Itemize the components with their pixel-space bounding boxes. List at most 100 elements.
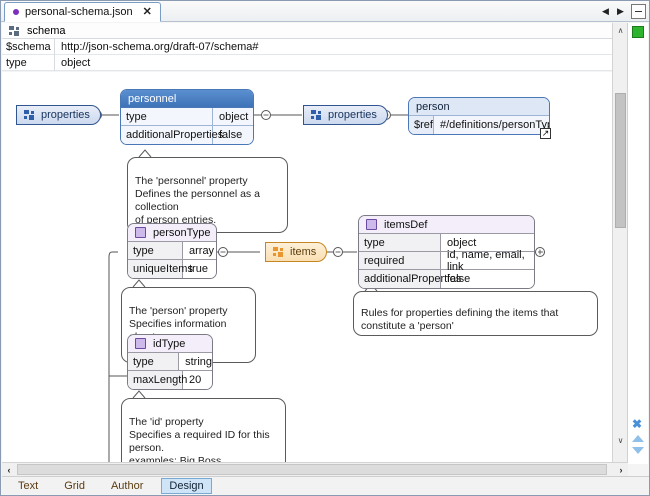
close-icon[interactable]: ✕ <box>142 5 152 18</box>
tab-grid[interactable]: Grid <box>64 479 85 492</box>
row-key: uniqueItems <box>128 260 193 278</box>
schema-root-title-row[interactable]: schema <box>2 23 628 39</box>
schema-row-value[interactable]: object <box>54 54 628 71</box>
row-value[interactable]: object <box>219 110 249 123</box>
row-key: type <box>128 242 183 259</box>
node-label: properties <box>328 109 377 121</box>
schema-row-schema[interactable]: $schema http://json-schema.org/draft-07/… <box>2 38 628 55</box>
schema-row-key: $schema <box>6 40 51 53</box>
node-items[interactable]: items <box>265 242 328 262</box>
properties-icon <box>24 110 35 120</box>
box-row[interactable]: additionalProperties false <box>121 126 253 144</box>
row-value[interactable]: string <box>185 355 212 368</box>
box-header: personType <box>128 224 216 242</box>
box-row[interactable]: maxLength 20 <box>128 371 212 389</box>
node-label: properties <box>41 109 90 121</box>
tab-scroll-right-icon[interactable]: ▶ <box>617 6 624 16</box>
box-persontype[interactable]: personType type array uniqueItems true <box>127 223 217 279</box>
row-key: required <box>359 252 441 269</box>
box-row[interactable]: type string <box>128 353 212 371</box>
box-person[interactable]: person $ref #/definitions/personType <box>408 97 550 135</box>
row-value[interactable]: object <box>447 236 477 249</box>
box-row[interactable]: type object <box>121 108 253 126</box>
box-title: idType <box>153 337 186 350</box>
box-title: personType <box>153 226 211 239</box>
definition-square-icon <box>366 219 377 230</box>
row-value[interactable]: array <box>189 244 215 257</box>
status-ok-marker-icon <box>632 26 644 38</box>
view-mode-tabs: Text Grid Author Design <box>2 476 649 494</box>
schema-row-type[interactable]: type object <box>2 54 628 71</box>
file-tab-personal-schema[interactable]: personal-schema.json ✕ <box>4 2 161 22</box>
menu-bar-glyph <box>635 11 642 12</box>
comment-text: Rules for properties defining the items … <box>361 307 559 332</box>
row-value[interactable]: id, name, email, link <box>447 248 525 273</box>
row-key: maxLength <box>128 371 187 389</box>
scroll-down-icon[interactable]: ∨ <box>617 436 624 445</box>
row-value[interactable]: true <box>189 263 208 275</box>
editor-tab-bar: personal-schema.json ✕ ◀ ▶ <box>1 1 649 22</box>
box-header: personnel <box>121 90 253 108</box>
vertical-scrollbar[interactable]: ∧ ∨ <box>612 23 627 464</box>
row-value[interactable]: false <box>219 129 243 141</box>
vertical-scroll-thumb[interactable] <box>615 93 626 228</box>
horizontal-scrollbar[interactable]: ‹ › <box>2 462 628 476</box>
row-key: type <box>128 353 180 370</box>
definition-square-icon <box>135 227 146 238</box>
grid-icon <box>9 25 20 36</box>
schema-root-title: schema <box>27 24 66 37</box>
box-personnel[interactable]: personnel type object additionalProperti… <box>120 89 254 145</box>
box-idtype[interactable]: idType type string maxLength 20 <box>127 334 213 390</box>
tab-text[interactable]: Text <box>18 479 39 492</box>
box-row[interactable]: uniqueItems true <box>128 260 216 278</box>
box-itemsdef[interactable]: itemsDef type object required id, name, … <box>358 215 535 289</box>
comment-text: The 'personnel' property Defines the per… <box>135 175 260 226</box>
box-row[interactable]: type object <box>359 234 534 252</box>
box-row[interactable]: type array <box>128 242 216 260</box>
scroll-left-icon[interactable]: ‹ <box>7 464 11 475</box>
overview-marker-strip[interactable]: ✖ <box>627 23 648 464</box>
box-row[interactable]: required id, name, email, link <box>359 248 534 273</box>
modified-dot-icon <box>13 9 19 15</box>
scroll-right-icon[interactable]: › <box>619 464 623 475</box>
ref-link-icon[interactable]: ↗ <box>540 128 551 139</box>
file-tab-label: personal-schema.json <box>25 6 133 18</box>
box-header: idType <box>128 335 212 353</box>
box-header: itemsDef <box>359 216 534 234</box>
marker-up-icon[interactable] <box>632 435 644 442</box>
horizontal-scroll-thumb[interactable] <box>17 464 607 475</box>
node-properties-person[interactable]: properties <box>303 105 388 125</box>
row-key: additionalProperties <box>121 126 223 144</box>
box-row[interactable]: $ref #/definitions/personType <box>409 116 549 134</box>
node-properties-root[interactable]: properties <box>16 105 101 125</box>
comment-personnel: The 'personnel' property Defines the per… <box>127 157 288 233</box>
marker-down-icon[interactable] <box>632 447 644 454</box>
box-title: person <box>416 100 450 113</box>
close-marker-icon[interactable]: ✖ <box>632 417 643 431</box>
row-value[interactable]: 20 <box>189 374 202 386</box>
box-header: person <box>409 98 549 116</box>
tab-scroll-left-icon[interactable]: ◀ <box>602 6 609 16</box>
definition-square-icon <box>135 338 146 349</box>
schema-row-value[interactable]: http://json-schema.org/draft-07/schema# <box>54 38 628 55</box>
schema-row-key: type <box>6 56 27 69</box>
row-key: type <box>121 108 213 125</box>
box-row[interactable]: additionalProperties false <box>359 270 534 288</box>
box-title: itemsDef <box>384 218 428 231</box>
row-key: additionalProperties <box>359 270 461 288</box>
design-diagram-canvas[interactable]: properties personnel type object additio… <box>2 72 613 464</box>
properties-icon <box>311 110 322 120</box>
row-key: $ref <box>409 116 434 134</box>
items-icon <box>273 247 284 257</box>
comment-idtype: The 'id' property Specifies a required I… <box>121 398 286 464</box>
tab-design[interactable]: Design <box>161 477 212 494</box>
row-value[interactable]: #/definitions/personType <box>439 119 550 131</box>
schema-root-grid: schema $schema http://json-schema.org/dr… <box>2 23 628 71</box>
comment-itemsdef: Rules for properties defining the items … <box>353 291 598 336</box>
tab-author[interactable]: Author <box>110 479 144 492</box>
row-value[interactable]: false <box>447 273 471 285</box>
tab-list-menu-icon[interactable] <box>631 4 646 19</box>
node-label: items <box>290 246 317 258</box>
scroll-up-icon[interactable]: ∧ <box>617 26 624 35</box>
comment-text: The 'id' property Specifies a required I… <box>129 416 270 464</box>
